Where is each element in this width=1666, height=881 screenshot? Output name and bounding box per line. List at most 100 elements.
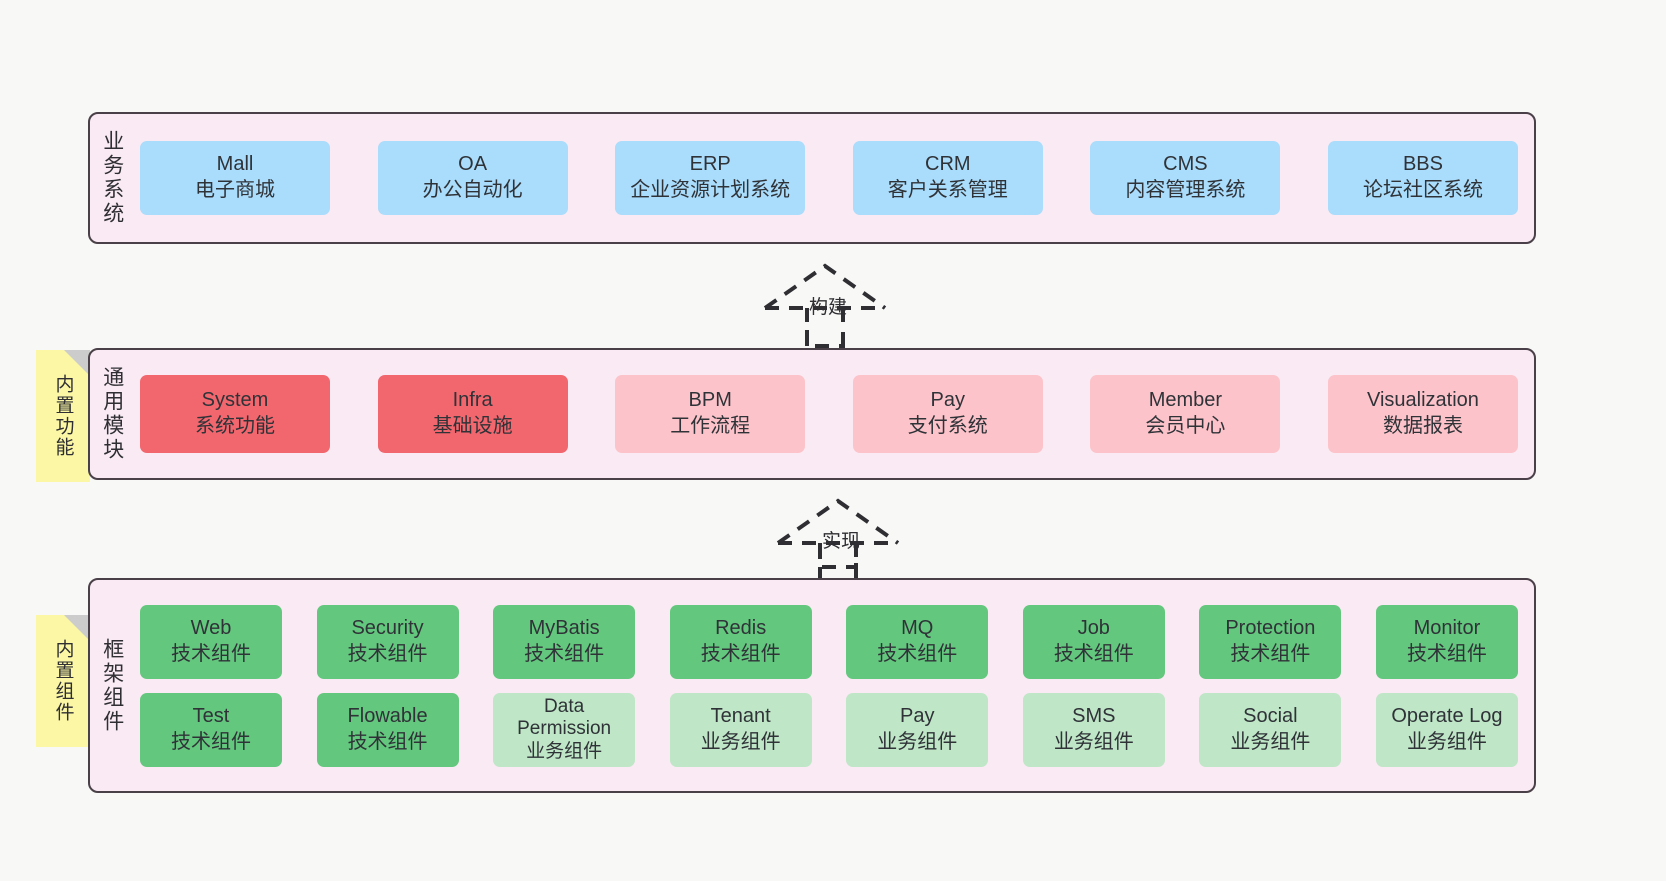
node-title: Web — [190, 616, 232, 639]
layer-common-modules: 通用模块 System 系统功能 Infra 基础设施 BPM 工作流程 Pay… — [88, 348, 1536, 480]
node-tenant[interactable]: Tenant 业务组件 — [669, 692, 812, 767]
node-title: BBS — [1402, 153, 1443, 176]
node-subtitle: 客户关系管理 — [887, 179, 1008, 201]
node-title: Social — [1243, 704, 1298, 727]
node-subtitle: 技术组件 — [877, 642, 958, 665]
node-crm[interactable]: CRM 客户关系管理 — [852, 141, 1043, 215]
node-subtitle: 业务组件 — [526, 740, 603, 762]
node-subtitle: 业务组件 — [1230, 730, 1311, 753]
node-title: Pay — [900, 704, 935, 727]
node-subtitle: 业务组件 — [700, 730, 781, 753]
node-subtitle: 业务组件 — [1406, 730, 1487, 753]
node-title: Operate Log — [1391, 704, 1503, 727]
node-infra[interactable]: Infra 基础设施 — [377, 375, 568, 453]
layer-title-business-systems: 业务系统 — [100, 130, 124, 226]
node-subtitle: 业务组件 — [877, 730, 958, 753]
node-erp[interactable]: ERP 企业资源计划系统 — [615, 141, 806, 215]
layer-title-common-modules: 通用模块 — [100, 366, 124, 462]
node-flowable[interactable]: Flowable 技术组件 — [316, 692, 459, 767]
layer-body-common-modules: System 系统功能 Infra 基础设施 BPM 工作流程 Pay 支付系统… — [134, 350, 1534, 478]
node-protection[interactable]: Protection 技术组件 — [1199, 604, 1342, 679]
node-subtitle: 技术组件 — [347, 730, 428, 753]
node-subtitle: 内容管理系统 — [1125, 179, 1246, 201]
node-subtitle: 工作流程 — [670, 415, 751, 437]
node-web[interactable]: Web 技术组件 — [140, 604, 282, 679]
node-test[interactable]: Test 技术组件 — [140, 692, 282, 767]
node-row: System 系统功能 Infra 基础设施 BPM 工作流程 Pay 支付系统… — [140, 375, 1518, 453]
node-subtitle: 技术组件 — [1406, 642, 1487, 665]
node-title: Redis — [715, 616, 767, 639]
node-mybatis[interactable]: MyBatis 技术组件 — [493, 604, 636, 679]
layer-body-business-systems: Mall 电子商城 OA 办公自动化 ERP 企业资源计划系统 CRM 客户关系… — [134, 114, 1534, 242]
node-system[interactable]: System 系统功能 — [140, 375, 330, 453]
note-label: 内置组件 — [52, 639, 74, 723]
node-cms[interactable]: CMS 内容管理系统 — [1090, 141, 1281, 215]
node-subtitle: 企业资源计划系统 — [630, 179, 791, 201]
node-subtitle: 会员中心 — [1145, 415, 1226, 437]
node-subtitle: 技术组件 — [524, 642, 605, 665]
node-job[interactable]: Job 技术组件 — [1022, 604, 1165, 679]
node-subtitle: 技术组件 — [700, 642, 781, 665]
node-subtitle: 数据报表 — [1382, 415, 1463, 437]
node-data-permission[interactable]: Data Permission 业务组件 — [493, 692, 636, 767]
node-member[interactable]: Member 会员中心 — [1090, 375, 1281, 453]
node-title: Member — [1148, 389, 1223, 412]
node-mall[interactable]: Mall 电子商城 — [140, 141, 330, 215]
node-security[interactable]: Security 技术组件 — [316, 604, 459, 679]
node-title: Data Permission — [517, 695, 612, 740]
node-title: BPM — [688, 389, 732, 412]
node-title: Mall — [216, 153, 254, 176]
node-title: Protection — [1225, 616, 1316, 639]
node-row: Mall 电子商城 OA 办公自动化 ERP 企业资源计划系统 CRM 客户关系… — [140, 141, 1518, 215]
node-title: System — [201, 389, 269, 412]
note-builtin-components: 内置组件 — [36, 615, 90, 747]
connector-build-arrow-tail — [805, 330, 845, 348]
note-builtin-features: 内置功能 — [36, 350, 90, 482]
layer-body-framework-components: Web 技术组件 Security 技术组件 MyBatis 技术组件 Redi… — [134, 580, 1534, 791]
node-oa[interactable]: OA 办公自动化 — [377, 141, 568, 215]
node-title: Infra — [452, 389, 493, 412]
node-title: ERP — [689, 153, 731, 176]
node-title: CMS — [1163, 153, 1208, 176]
layer-framework-components: 框架组件 Web 技术组件 Security 技术组件 MyBatis 技术组件… — [88, 578, 1536, 793]
node-row: Web 技术组件 Security 技术组件 MyBatis 技术组件 Redi… — [140, 604, 1518, 679]
node-pay[interactable]: Pay 支付系统 — [852, 375, 1043, 453]
node-monitor[interactable]: Monitor 技术组件 — [1375, 604, 1518, 679]
node-visualization[interactable]: Visualization 数据报表 — [1327, 375, 1518, 453]
node-subtitle: 基础设施 — [432, 415, 513, 437]
node-title: Flowable — [347, 704, 428, 727]
connector-build-label: 构建 — [809, 297, 848, 318]
node-bpm[interactable]: BPM 工作流程 — [615, 375, 806, 453]
node-subtitle: 论坛社区系统 — [1362, 179, 1483, 201]
node-subtitle: 技术组件 — [1230, 642, 1311, 665]
note-fold-corner — [64, 615, 90, 641]
node-subtitle: 技术组件 — [347, 642, 428, 665]
node-title: OA — [458, 153, 488, 176]
node-title: Pay — [930, 389, 966, 412]
node-row: Test 技术组件 Flowable 技术组件 Data Permission … — [140, 692, 1518, 767]
node-bbs[interactable]: BBS 论坛社区系统 — [1327, 141, 1518, 215]
node-subtitle: 业务组件 — [1053, 730, 1134, 753]
node-subtitle: 技术组件 — [171, 642, 251, 665]
node-subtitle: 办公自动化 — [422, 179, 523, 201]
node-title: Tenant — [710, 704, 771, 727]
node-subtitle: 技术组件 — [1053, 642, 1134, 665]
node-title: MyBatis — [528, 616, 600, 639]
node-operate-log[interactable]: Operate Log 业务组件 — [1375, 692, 1518, 767]
node-subtitle: 技术组件 — [171, 730, 251, 753]
node-title: MQ — [901, 616, 934, 639]
note-label: 内置功能 — [52, 374, 74, 458]
node-title: Security — [351, 616, 424, 639]
node-redis[interactable]: Redis 技术组件 — [669, 604, 812, 679]
node-title: Visualization — [1367, 389, 1479, 412]
layer-title-framework-components: 框架组件 — [100, 637, 124, 734]
node-title: Job — [1077, 616, 1110, 639]
node-social[interactable]: Social 业务组件 — [1199, 692, 1342, 767]
node-sms[interactable]: SMS 业务组件 — [1022, 692, 1165, 767]
node-pay-component[interactable]: Pay 业务组件 — [846, 692, 989, 767]
node-title: SMS — [1072, 704, 1116, 727]
node-mq[interactable]: MQ 技术组件 — [846, 604, 989, 679]
node-subtitle: 支付系统 — [907, 415, 988, 437]
note-fold-corner — [64, 350, 90, 376]
